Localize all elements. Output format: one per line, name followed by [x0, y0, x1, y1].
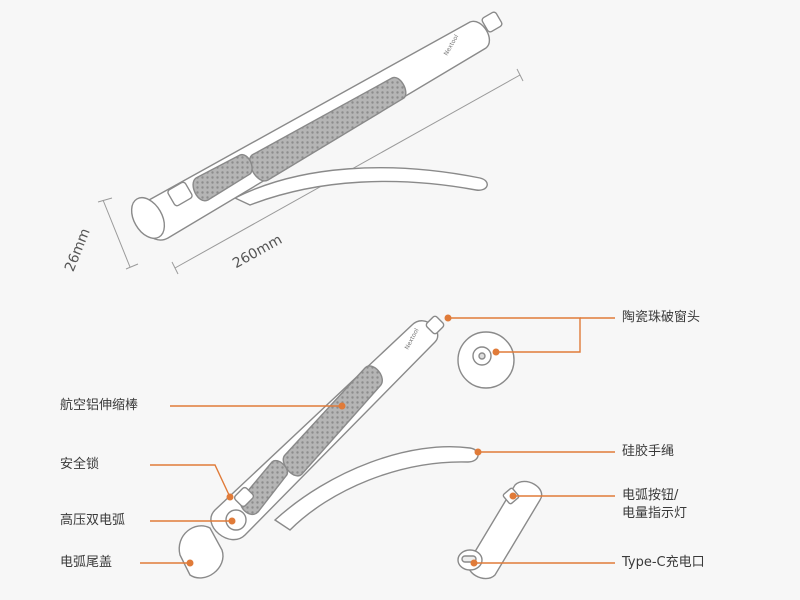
bottom-lock-switch [233, 486, 255, 508]
top-baton-view: Nextool [97, 11, 524, 275]
callout-lines [140, 317, 615, 564]
top-grip-band [249, 76, 407, 182]
callout-line-lock [150, 464, 231, 498]
bottom-silicone-strap [273, 446, 479, 531]
diameter-dimension-line [97, 197, 139, 270]
top-silicone-strap [233, 167, 488, 206]
bottom-baton-view: Nextool [178, 315, 543, 580]
label-arc-button-1: 电弧按钮/ [622, 488, 679, 503]
top-lock-switch [167, 181, 193, 207]
callout-line-ceramic [448, 317, 581, 353]
label-aluminum-rod: 航空铝伸缩棒 [60, 398, 139, 413]
label-arc-button-2: 电量指示灯 [622, 506, 688, 521]
bottom-grip-ring [239, 459, 289, 516]
bottom-arc-head [225, 509, 247, 531]
top-grip-ring [192, 154, 253, 202]
label-charge-port: Type-C充电口 [622, 555, 705, 570]
bottom-grip-band [282, 365, 383, 477]
bottom-breaker-tip [425, 315, 445, 335]
button-detail-body [467, 480, 543, 580]
label-ceramic-breaker: 陶瓷珠破窗头 [622, 310, 701, 325]
label-silicone-strap: 硅胶手绳 [622, 444, 675, 459]
label-safety-lock: 安全锁 [60, 457, 100, 472]
label-dual-arc: 高压双电弧 [60, 513, 126, 528]
top-tail-cap [130, 197, 166, 239]
label-tail-cap: 电弧尾盖 [60, 555, 113, 570]
bottom-tail-cap [178, 525, 224, 579]
top-breaker-tip [481, 11, 503, 33]
callout-dots [186, 314, 517, 567]
breaker-detail-dot [478, 352, 486, 360]
